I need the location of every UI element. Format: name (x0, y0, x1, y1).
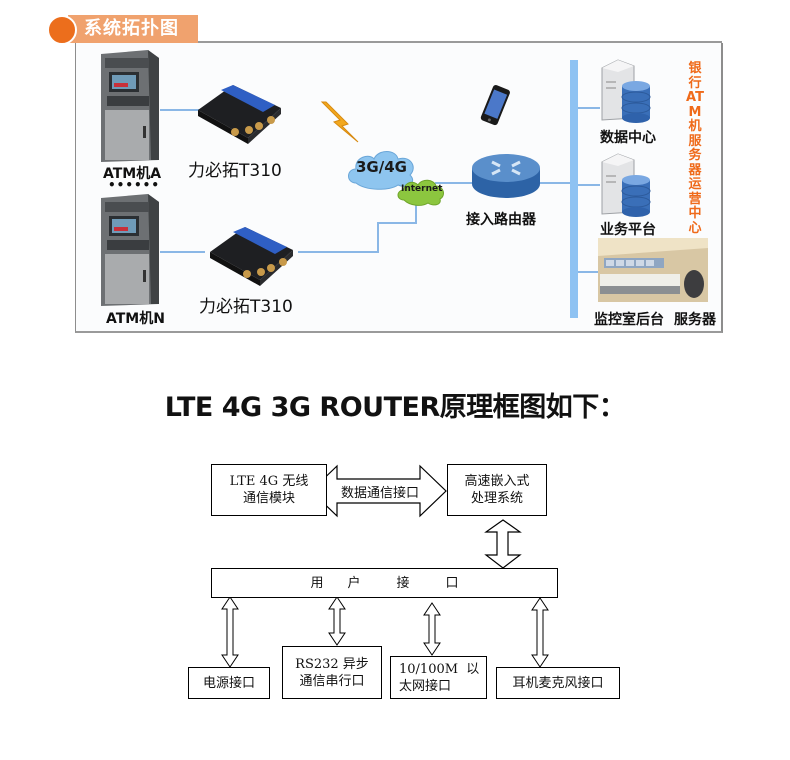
atm-a-label: ATM机A (103, 166, 162, 182)
lte-router-device-icon (210, 227, 293, 286)
lte-module-box: LTE 4G 无线通信模块 (211, 464, 327, 516)
monitor-room-label: 监控室后台 (594, 312, 664, 328)
user-interface-bar: 用 户 接 口 (211, 568, 558, 598)
rs232-line2: 通信串行口 (299, 673, 365, 689)
line-vertical-2 (415, 200, 417, 224)
line-bus-datacenter (578, 107, 600, 109)
smartphone-icon (480, 84, 510, 126)
ethernet-line1: 10/100M 以 (399, 661, 480, 677)
atm-machine-icon (101, 50, 159, 162)
line-bus-platform (578, 184, 600, 186)
block-diagram-arrows (221, 464, 549, 668)
database-server-icon (601, 59, 651, 123)
system-interface-arrow (484, 519, 522, 569)
line-router-bus (540, 182, 572, 184)
access-router-icon (472, 154, 540, 198)
access-router-label: 接入路由器 (466, 212, 536, 228)
power-port-arrow (221, 596, 239, 668)
cloud-internet-icon (397, 179, 444, 206)
line-step (377, 222, 417, 224)
atm-n-label: ATM机N (106, 311, 165, 327)
header-divider (70, 41, 722, 43)
network-bus (570, 60, 578, 318)
atm-machine-icon (101, 194, 159, 306)
line-bus-monitor (578, 271, 600, 273)
embedded-system-box: 高速嵌入式处理系统 (447, 464, 547, 516)
operations-center-vertical-label: 银行ATM机服务器运营中心 (686, 61, 704, 236)
router-n-label: 力必拓T310 (199, 297, 293, 317)
ethernet-line2: 太网接口 (399, 678, 452, 694)
router-a-label: 力必拓T310 (188, 161, 282, 181)
business-platform-label: 业务平台 (600, 222, 656, 238)
ethernet-box: 10/100M 以太网接口 (390, 656, 487, 699)
user-interface-char: 口 (445, 575, 459, 591)
monitor-room-photo (598, 238, 708, 302)
header-dot-icon (47, 15, 77, 45)
section-header-tab (68, 15, 198, 43)
rs232-arrow (328, 596, 346, 646)
line-vertical-1 (377, 222, 379, 253)
database-server-icon (601, 153, 651, 217)
ethernet-arrow (423, 602, 441, 656)
cloud-3g4g-label: 3G/4G (356, 158, 407, 176)
data-interface-label: 数据通信接口 (340, 486, 419, 501)
user-interface-char: 用 (310, 575, 324, 591)
cloud-3g4g-icon (348, 151, 414, 190)
data-interface-arrow (310, 464, 447, 518)
embedded-system-line2: 处理系统 (470, 491, 523, 506)
lte-module-line2: 通信模块 (242, 491, 295, 506)
power-port-box: 电源接口 (188, 667, 270, 699)
rs232-line1: RS232 异步 (295, 656, 369, 672)
audio-box: 耳机麦克风接口 (496, 667, 620, 699)
lte-module-line1: LTE 4G 无线 (229, 474, 309, 489)
line-atm-n-router (160, 251, 205, 253)
line-router-n-internet (298, 251, 378, 253)
user-interface-char: 户 (347, 575, 361, 591)
user-interface-char: 接 (396, 575, 410, 591)
block-diagram-title: LTE 4G 3G ROUTER原理框图如下： (164, 392, 626, 423)
lte-router-device-icon (198, 85, 281, 144)
power-port-label: 电源接口 (202, 675, 255, 691)
data-center-label: 数据中心 (600, 130, 656, 146)
section-header-title: 系统拓扑图 (84, 18, 179, 39)
line-atm-a-router (160, 109, 200, 111)
lightning-signal-icon (320, 101, 359, 143)
rs232-box: RS232 异步通信串行口 (282, 646, 382, 699)
line-internet-router (435, 182, 475, 184)
server-label: 服务器 (674, 312, 716, 328)
embedded-system-line1: 高速嵌入式 (464, 474, 530, 489)
ellipsis-label: •••••• (108, 178, 161, 192)
audio-port-label: 耳机麦克风接口 (512, 675, 604, 691)
audio-arrow (531, 597, 549, 668)
cloud-internet-label: Internet (401, 184, 443, 194)
